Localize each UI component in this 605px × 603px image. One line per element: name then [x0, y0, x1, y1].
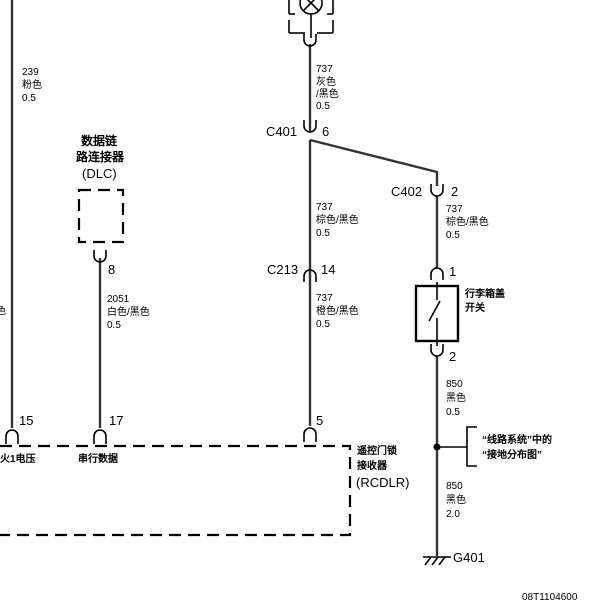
dlc-name-line2: 路连接器 [76, 149, 125, 164]
dlc-connector-box [77, 188, 125, 244]
trunk-switch-icon [414, 282, 460, 346]
wire-737-low-size: 0.5 [316, 319, 330, 330]
signal-serial-label: 串行数据 [78, 452, 118, 465]
dlc-abbr: (DLC) [82, 166, 117, 181]
rcdlr-abbr: (RCDLR) [356, 475, 409, 490]
ground-note-line2: “接地分布图” [482, 448, 542, 461]
connector-rcdlr-15-symbol [5, 429, 19, 444]
wire-239-color: 粉色 [22, 78, 42, 91]
wire-850-b-circuit: 850 [446, 481, 463, 492]
ground-note-line1: “线路系统”中的 [482, 433, 552, 446]
rcdlr-pin-15: 15 [19, 413, 33, 428]
connector-switch-bottom-symbol [430, 344, 444, 357]
trunk-switch-line1: 行李箱盖 [464, 287, 505, 300]
figure-id: 08T1104600 [522, 592, 578, 603]
lamp-icon [288, 0, 334, 38]
wire-850-b-color: 黑色 [446, 493, 466, 506]
trunk-switch-line2: 开关 [465, 301, 485, 314]
connector-c402-symbol [430, 184, 444, 197]
wire-2051-size: 0.5 [107, 320, 121, 331]
wire-737-top-color-2: /黑色 [316, 87, 339, 100]
rcdlr-name-line1: 遥控门锁 [357, 444, 397, 457]
ground-note-bracket [466, 426, 477, 467]
connector-switch-top-symbol [430, 267, 444, 280]
wire-737-top-circuit: 737 [316, 64, 333, 75]
signal-ignition-label: 火1电压 [0, 452, 36, 465]
rcdlr-pin-17: 17 [109, 413, 123, 428]
wire-737-mid-circuit: 737 [316, 202, 333, 213]
splice-dot [433, 443, 441, 451]
wire-737-mid-color: 棕色/黑色 [316, 213, 359, 226]
wire-737-right-size: 0.5 [446, 230, 460, 241]
wire-737-low-circuit: 737 [316, 293, 333, 304]
wire-850-a-color: 黑色 [446, 391, 466, 404]
c402-pin: 2 [451, 184, 458, 199]
dlc-name-line1: 数据链 [81, 133, 118, 148]
rcdlr-pin-5: 5 [316, 413, 323, 428]
wire-850-a-size: 0.5 [446, 407, 460, 418]
wire-850-b-size: 2.0 [446, 509, 460, 520]
switch-pin-2: 2 [449, 349, 456, 364]
wire-2051-circuit: 2051 [107, 294, 130, 305]
c402-name: C402 [391, 184, 422, 199]
wire-737-mid-size: 0.5 [316, 228, 330, 239]
wire-737-top-color-1: 灰色 [316, 75, 336, 88]
c213-name: C213 [267, 262, 298, 277]
wire-737-low-color: 橙色/黑色 [316, 304, 359, 317]
wire-850-a-circuit: 850 [446, 379, 463, 390]
c401-name: C401 [266, 124, 297, 139]
wire-737-branch [309, 138, 439, 186]
left-edge-fragment: 色 [0, 304, 6, 317]
wire-737-top-size: 0.5 [316, 101, 330, 112]
wire-737-right-color: 棕色/黑色 [446, 215, 489, 228]
c213-pin: 14 [321, 262, 335, 277]
c401-pin: 6 [322, 124, 329, 139]
wire-2051-color: 白色/黑色 [107, 305, 150, 318]
ground-name: G401 [453, 550, 485, 565]
wire-239-size: 0.5 [22, 93, 36, 104]
dlc-pin: 8 [108, 262, 115, 277]
switch-pin-1: 1 [449, 264, 456, 279]
connector-rcdlr-17-symbol [93, 429, 107, 444]
ground-icon [423, 556, 451, 566]
rcdlr-name-line2: 接收器 [357, 459, 388, 472]
connector-rcdlr-5-symbol [303, 427, 317, 442]
connector-lamp-symbol [303, 34, 317, 47]
connector-c213-symbol [303, 269, 317, 282]
connector-dlc-symbol [93, 250, 107, 263]
wire-737-right-circuit: 737 [446, 204, 463, 215]
rcdlr-module-box [0, 444, 352, 537]
connector-c401-symbol [303, 120, 317, 133]
wire-239-circuit: 239 [22, 67, 39, 78]
